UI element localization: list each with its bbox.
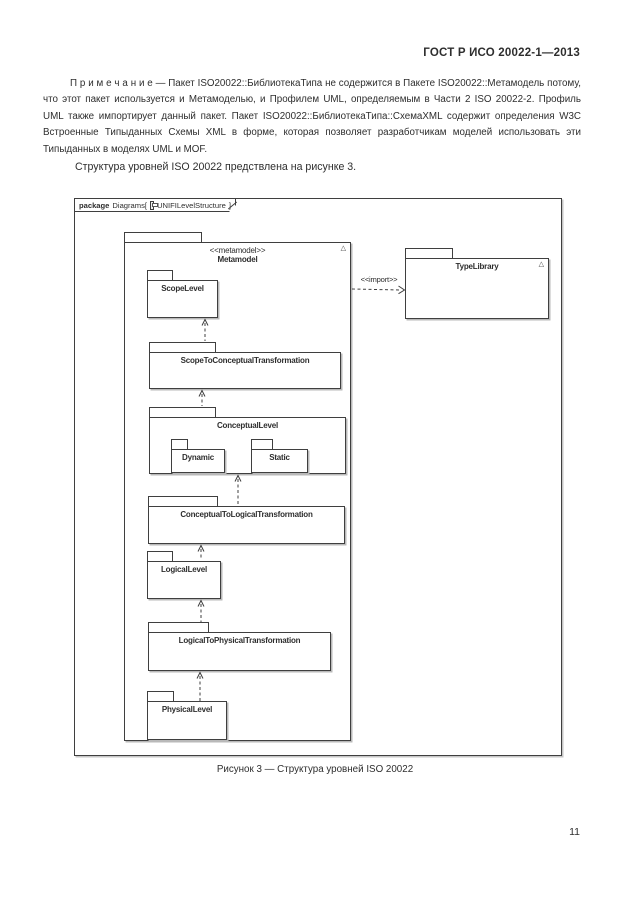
- page-number: 11: [569, 826, 580, 838]
- package-metamodel-tab: [124, 232, 202, 242]
- package-dynamic-body: Dynamic: [171, 449, 225, 473]
- package-scope-level-body: ScopeLevel: [147, 280, 218, 318]
- package-physical-level: PhysicalLevel: [147, 691, 227, 740]
- package-conceptual-level-tab: [149, 407, 216, 417]
- scope-level-label: ScopeLevel: [161, 284, 204, 293]
- package-diagram-icon: [150, 201, 154, 210]
- type-library-label: TypeLibrary: [455, 262, 499, 271]
- metamodel-stereotype: <<metamodel>>: [209, 246, 266, 255]
- package-logical-level-body: LogicalLevel: [147, 561, 221, 599]
- package-logical-level: LogicalLevel: [147, 551, 221, 599]
- package-ltpt-tab: [148, 622, 209, 632]
- package-static: Static: [251, 439, 308, 473]
- ctlt-label: ConceptualToLogicalTransformation: [180, 510, 313, 519]
- package-static-body: Static: [251, 449, 308, 473]
- package-logical-to-physical-transformation: LogicalToPhysicalTransformation: [148, 622, 331, 671]
- frame-bracket-close: ]: [228, 200, 231, 210]
- package-scope-level-tab: [147, 270, 173, 280]
- logical-level-label: LogicalLevel: [160, 565, 208, 574]
- intro-sentence: Структура уровней ISO 20022 предствлена …: [75, 161, 357, 173]
- import-stereotype-label: <<import>>: [360, 275, 398, 284]
- frame-context: Diagrams[: [112, 200, 148, 210]
- package-dynamic: Dynamic: [171, 439, 225, 473]
- package-type-library-body: TypeLibrary △: [405, 258, 549, 319]
- package-ltpt-body: LogicalToPhysicalTransformation: [148, 632, 331, 671]
- conceptual-level-label: ConceptualLevel: [216, 421, 279, 430]
- triangle-marker-icon: △: [538, 261, 544, 268]
- package-type-library-tab: [405, 248, 453, 258]
- package-scope-to-conceptual-transformation: ScopeToConceptualTransformation: [149, 342, 341, 389]
- package-stct-tab: [149, 342, 216, 352]
- triangle-marker-icon: △: [340, 245, 346, 252]
- physical-level-label: PhysicalLevel: [161, 705, 213, 714]
- note-paragraph: П р и м е ч а н и е — Пакет ISO20022::Би…: [43, 78, 581, 155]
- package-scope-level: ScopeLevel: [147, 270, 218, 318]
- diagram-frame-tab: package Diagrams[ UNIFILevelStructure ]: [74, 198, 236, 212]
- frame-keyword: package: [79, 200, 110, 210]
- static-label: Static: [269, 453, 290, 462]
- package-dynamic-tab: [171, 439, 188, 449]
- uml-package-diagram: package Diagrams[ UNIFILevelStructure ] …: [74, 198, 562, 756]
- frame-diagram-name: UNIFILevelStructure: [157, 200, 226, 210]
- package-stct-body: ScopeToConceptualTransformation: [149, 352, 341, 389]
- stct-label: ScopeToConceptualTransformation: [180, 356, 310, 365]
- ltpt-label: LogicalToPhysicalTransformation: [178, 636, 301, 645]
- arrow-metamodel-import-typelibrary: [351, 285, 406, 295]
- figure-caption: Рисунок 3 — Структура уровней ISO 20022: [216, 764, 414, 775]
- package-conceptual-to-logical-transformation: ConceptualToLogicalTransformation: [148, 496, 345, 544]
- package-type-library: TypeLibrary △: [405, 248, 549, 319]
- package-logical-level-tab: [147, 551, 173, 561]
- package-ctlt-body: ConceptualToLogicalTransformation: [148, 506, 345, 544]
- dynamic-label: Dynamic: [182, 453, 214, 462]
- package-ctlt-tab: [148, 496, 218, 506]
- metamodel-label: Metamodel: [217, 255, 258, 264]
- package-static-tab: [251, 439, 273, 449]
- page-header-title: ГОСТ Р ИСО 20022-1—2013: [423, 47, 580, 59]
- package-physical-level-body: PhysicalLevel: [147, 701, 227, 740]
- package-physical-level-tab: [147, 691, 174, 701]
